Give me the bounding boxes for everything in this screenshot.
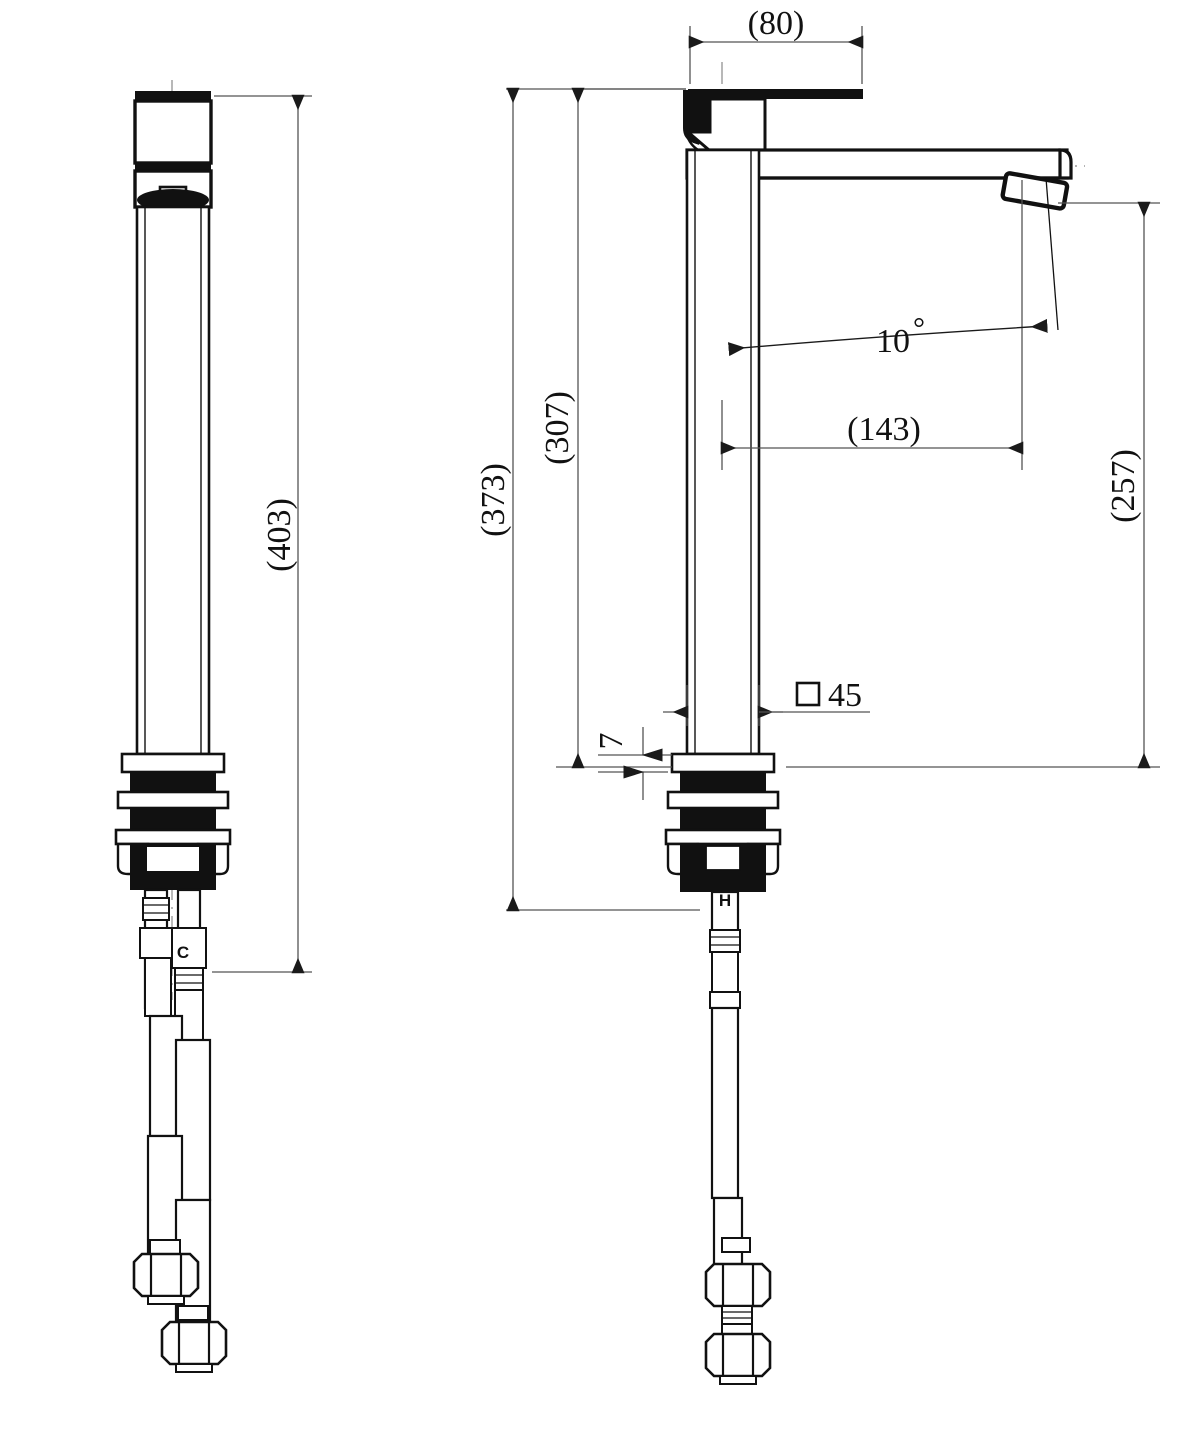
side-hex-nut-a xyxy=(132,1252,200,1305)
side-coupler-b xyxy=(171,927,207,969)
hot-port-label: H xyxy=(719,891,731,910)
side-column-outer xyxy=(135,205,211,756)
front-hose-ferrule xyxy=(721,1237,751,1253)
front-inter-ferrule xyxy=(721,1305,753,1325)
dim-80-group: (80) xyxy=(688,5,864,84)
side-hex-nut-b xyxy=(160,1320,228,1373)
dim-143-text: (143) xyxy=(847,411,921,448)
side-tube-a xyxy=(144,957,172,1017)
dim-373-text: (373) xyxy=(475,463,512,537)
front-washer-b xyxy=(664,828,782,846)
dim-45-text: 45 xyxy=(828,677,862,714)
side-cap-upper xyxy=(133,99,213,165)
front-hose-upper xyxy=(710,1006,740,1200)
front-view-group: H (80) xyxy=(475,5,1160,1385)
square-section-symbol-icon xyxy=(795,681,821,707)
front-aerator-axis xyxy=(1045,177,1059,331)
dim-angle-value: 10 xyxy=(876,323,910,360)
dim-403-text: (403) xyxy=(261,498,298,572)
dim-7-group: 7 xyxy=(593,727,672,800)
dim-angle-arc xyxy=(728,318,1048,357)
side-handle-lever xyxy=(137,189,209,211)
side-view-group: C (403 xyxy=(114,80,312,1373)
front-lever-handle xyxy=(688,89,863,132)
side-base-flange xyxy=(120,752,226,774)
dim-7-text: 7 xyxy=(593,733,630,750)
dim-307-text: (307) xyxy=(539,391,576,465)
side-hose-a-ferrule xyxy=(149,1239,181,1255)
side-cap-mid-band xyxy=(135,163,211,171)
side-washer-b xyxy=(114,828,232,846)
front-nut-face xyxy=(705,845,741,871)
side-coupler-a xyxy=(139,927,173,959)
front-ferrule-b xyxy=(709,991,741,1009)
side-hose-b-ferrule xyxy=(177,1305,209,1321)
dim-257-group: (257) xyxy=(786,201,1160,769)
side-ferrule-b xyxy=(174,967,204,991)
front-hex-nut-a xyxy=(704,1262,772,1308)
dim-257-text: (257) xyxy=(1105,449,1142,523)
dim-403-group: (403) xyxy=(212,94,312,974)
degree-symbol: ° xyxy=(913,312,925,345)
side-nut-face xyxy=(145,845,201,873)
dim-square-45-group: 45 xyxy=(663,677,870,726)
front-ferrule-a xyxy=(709,929,741,953)
cold-port-label: C xyxy=(177,943,189,962)
front-column-outer xyxy=(685,148,761,756)
front-hex-nut-b xyxy=(704,1332,772,1385)
side-ferrule-a xyxy=(142,897,170,921)
front-aerator xyxy=(1000,171,1070,211)
dim-307-group: (307) xyxy=(539,87,686,769)
side-nut-bottom xyxy=(130,872,216,890)
dim-80-text: (80) xyxy=(748,5,805,42)
front-washer-a xyxy=(666,790,780,810)
side-washer-a xyxy=(116,790,230,810)
front-spout-tip-round xyxy=(1058,148,1073,180)
front-base-flange xyxy=(670,752,776,774)
dim-angle-10-group: 10 ° xyxy=(728,312,1048,360)
side-cap-top-band xyxy=(135,91,211,101)
